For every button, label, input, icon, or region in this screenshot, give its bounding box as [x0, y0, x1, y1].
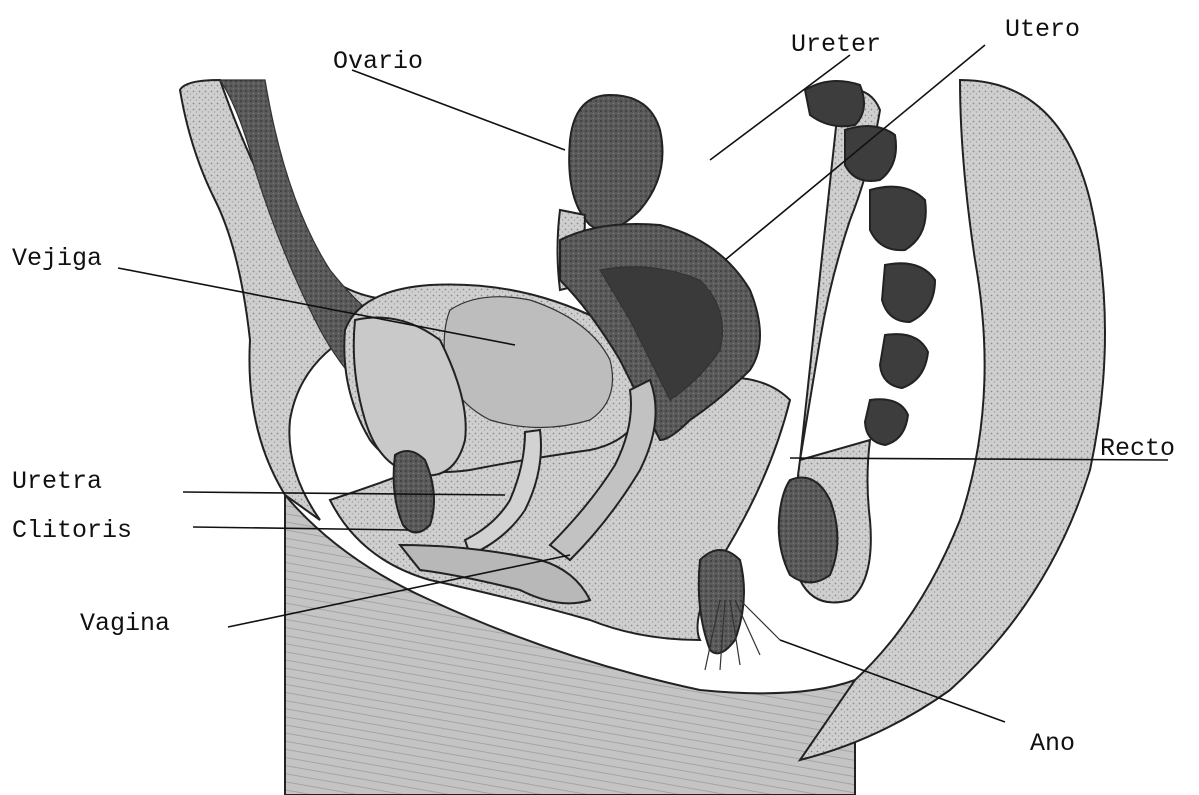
label-ureter: Ureter [791, 30, 881, 59]
ovary [569, 95, 662, 230]
label-utero: Utero [1005, 15, 1080, 44]
label-clitoris: Clitoris [12, 516, 132, 545]
label-uretra: Uretra [12, 467, 102, 496]
label-vejiga: Vejiga [12, 244, 102, 273]
label-ovario: Ovario [333, 47, 423, 76]
leader-ovario [352, 70, 565, 150]
label-recto: Recto [1100, 434, 1175, 463]
label-ano: Ano [1030, 729, 1075, 758]
abdominal-wall [180, 80, 400, 520]
anus-region [699, 550, 780, 670]
leader-utero [725, 45, 985, 260]
label-vagina: Vagina [80, 609, 170, 638]
